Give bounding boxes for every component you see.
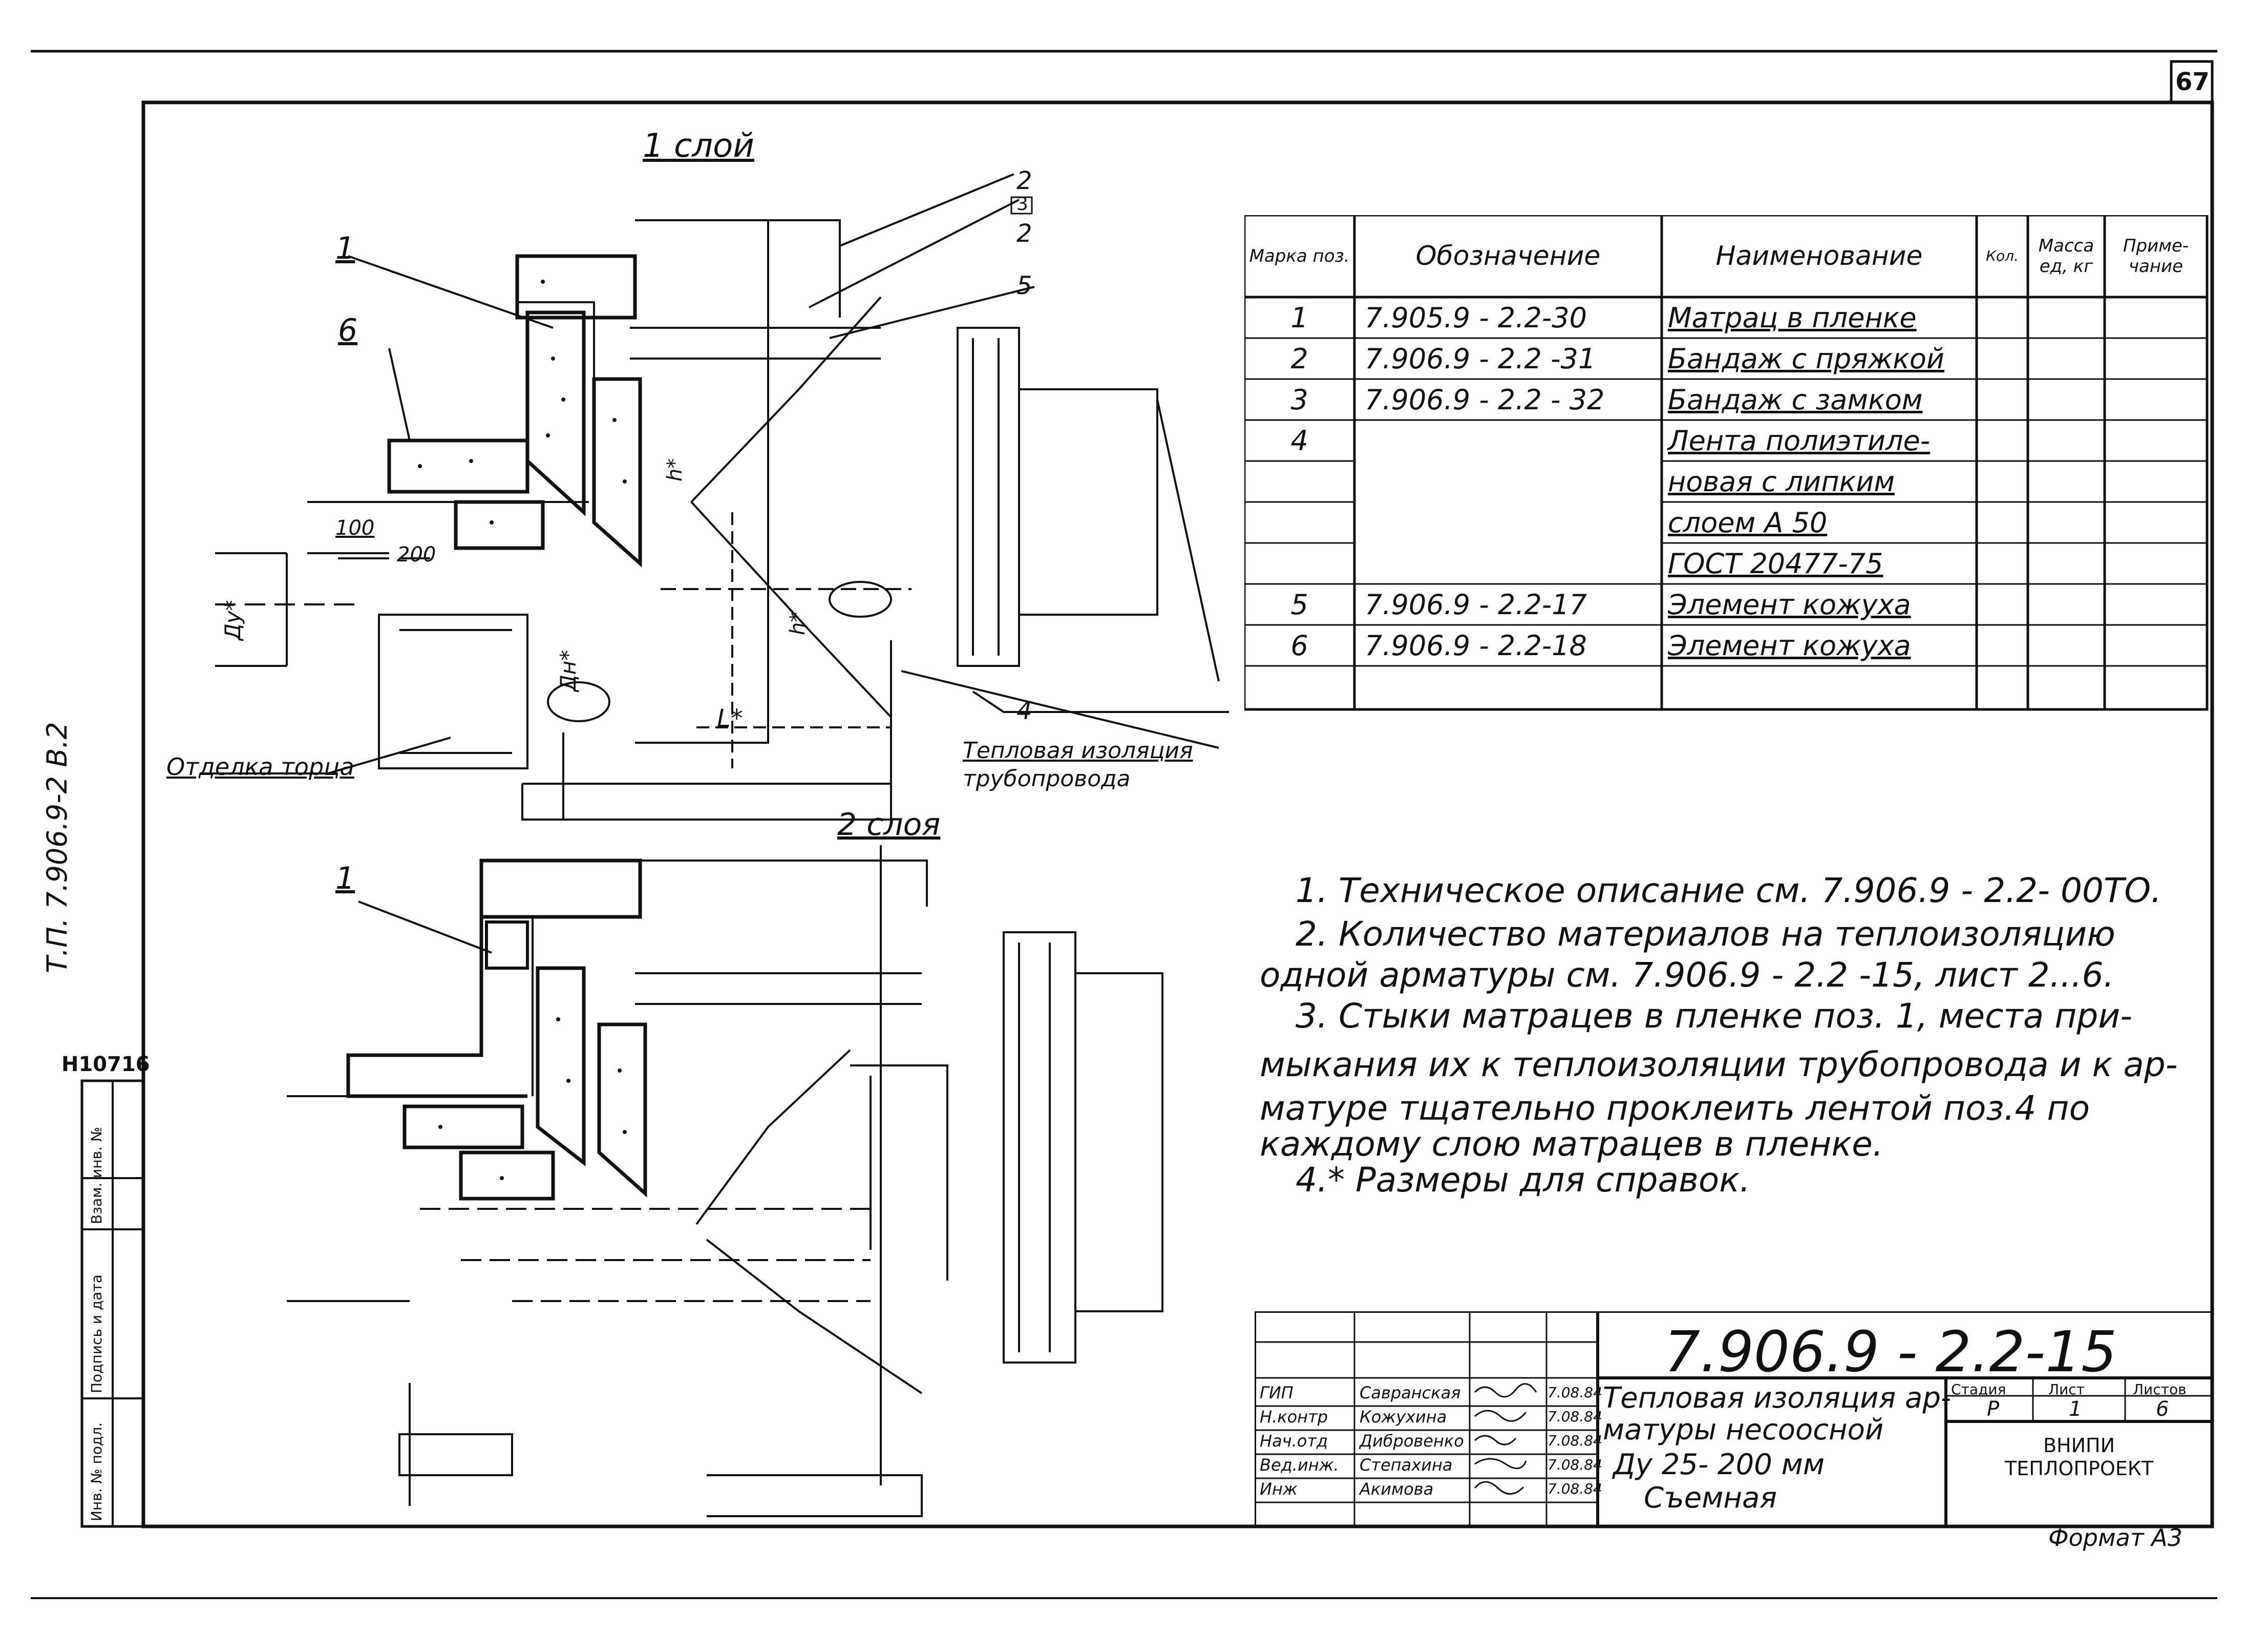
row-8-designation: 7.906.9 - 2.2-17 <box>1365 588 1587 621</box>
sheet-value: 1 <box>2069 1397 2082 1421</box>
row-3-name: Бандаж с замком <box>1668 383 1923 416</box>
row-2-designation: 7.906.9 - 2.2 -31 <box>1365 342 1596 375</box>
org-name-line-1: ВНИПИ <box>2043 1434 2115 1457</box>
callout-2b: 2 <box>1016 219 1032 248</box>
row-1-mark: 1 <box>1290 301 1308 334</box>
document-code: 7.906.9 - 2.2-15 <box>1664 1319 2117 1385</box>
note-1: 1. Техническое описание см. 7.906.9 - 2.… <box>1296 871 2162 910</box>
row-6-name: слоем А 50 <box>1668 506 1828 539</box>
row-7-mark <box>1244 543 1354 584</box>
stage-label: Стадия <box>1951 1381 2006 1398</box>
note-3-cont-2: матуре тщательно проклеить лентой поз.4 … <box>1260 1088 2090 1128</box>
view1-title: 1 слой <box>643 127 754 165</box>
row-9-mark: 6 <box>1290 629 1308 662</box>
callout-2a: 2 <box>1016 166 1032 195</box>
callout-3: 3 <box>1016 194 1028 215</box>
inventory-number: Н10716 <box>61 1053 150 1076</box>
stage-value: Р <box>1987 1397 2000 1421</box>
note-3: 3. Стыки матрацев в пленке поз. 1, места… <box>1296 996 2133 1036</box>
row-3-mark: 3 <box>1290 383 1308 416</box>
staff-name-3: Дибровенко <box>1360 1431 1464 1451</box>
note-2-cont: одной арматуры см. 7.906.9 - 2.2 -15, ли… <box>1260 955 2114 995</box>
callout-1-view2: 1 <box>335 861 355 896</box>
staff-role-2: Н.контр <box>1260 1407 1328 1427</box>
row-9-designation: 7.906.9 - 2.2-18 <box>1365 629 1587 662</box>
spec-table-grid <box>1244 215 2209 711</box>
row-8-name: Элемент кожуха <box>1668 588 1911 621</box>
row-5-mark <box>1244 461 1354 502</box>
callout-6: 6 <box>338 312 358 348</box>
sheet-label: Лист <box>2048 1381 2085 1398</box>
row-8-mark: 5 <box>1290 588 1308 621</box>
row-4-designation <box>1354 420 1662 461</box>
callout-4: 4 <box>1016 697 1032 725</box>
page-number: 67 <box>2175 68 2210 96</box>
org-name-line-2: ТЕПЛОПРОЕКТ <box>2005 1457 2153 1480</box>
note-2: 2. Количество материалов на теплоизоляци… <box>1296 914 2115 954</box>
staff-name-5: Акимова <box>1360 1479 1434 1499</box>
header-mark: Марка поз. <box>1249 246 1350 266</box>
row-6-designation <box>1354 502 1662 543</box>
title-block-grid <box>1255 1311 2212 1526</box>
staff-name-2: Кожухина <box>1360 1407 1447 1427</box>
note-4: 4.* Размеры для справок. <box>1296 1160 1751 1200</box>
row-9-name: Элемент кожуха <box>1668 629 1911 662</box>
title-line-1: Тепловая изоляция ар- <box>1603 1381 1952 1415</box>
drawing-view-layer1 <box>200 173 1229 821</box>
drawing-view-layer2 <box>287 845 1163 1517</box>
header-note: Приме- чание <box>2123 236 2189 277</box>
row-7-name: ГОСТ 20477-75 <box>1668 547 1883 580</box>
staff-role-4: Вед.инж. <box>1260 1455 1339 1475</box>
format-label: Формат А3 <box>2048 1524 2182 1552</box>
staff-name-1: Савранская <box>1360 1383 1461 1402</box>
header-mass: Масса ед, кг <box>2038 236 2094 277</box>
row-6-mark <box>1244 502 1354 543</box>
dim-l: L* <box>717 704 743 733</box>
staff-date-2: 7.08.84 <box>1548 1408 1602 1425</box>
sheets-label: Листов <box>2133 1381 2187 1398</box>
row-1-name: Матрац в пленке <box>1668 301 1917 334</box>
note-3-cont-1: мыкания их к теплоизоляции трубопровода … <box>1260 1045 2178 1084</box>
title-line-4: Съемная <box>1644 1481 1777 1515</box>
header-qty: Кол. <box>1986 247 2019 264</box>
row-5-name: новая с липким <box>1668 465 1895 498</box>
label-pipe-insulation-1: Тепловая изоляция <box>963 738 1193 764</box>
title-line-3: Ду 25- 200 мм <box>1613 1448 1825 1481</box>
dim-100: 100 <box>335 516 375 540</box>
staff-date-4: 7.08.84 <box>1548 1456 1602 1473</box>
row-2-mark: 2 <box>1290 342 1308 375</box>
signatures <box>1474 1383 1537 1495</box>
staff-role-1: ГИП <box>1260 1383 1294 1402</box>
staff-name-4: Степахина <box>1360 1455 1453 1475</box>
row-7-designation <box>1354 543 1662 584</box>
header-name: Наименование <box>1715 241 1923 271</box>
callout-5: 5 <box>1016 271 1032 300</box>
staff-role-5: Инж <box>1260 1479 1298 1499</box>
note-3-cont-3: каждому слою матрацев в пленке. <box>1260 1124 1883 1164</box>
title-line-2: матуры несоосной <box>1603 1413 1884 1447</box>
row-1-designation: 7.905.9 - 2.2-30 <box>1365 301 1587 334</box>
label-end-finish: Отделка торца <box>166 753 354 781</box>
sheets-value: 6 <box>2156 1397 2169 1421</box>
row-4-mark: 4 <box>1290 424 1308 457</box>
staff-role-3: Нач.отд <box>1260 1431 1328 1451</box>
staff-date-1: 7.08.84 <box>1548 1384 1602 1401</box>
row-3-designation: 7.906.9 - 2.2 - 32 <box>1365 383 1605 416</box>
row-5-designation <box>1354 461 1662 502</box>
specification-table: Марка поз. Обозначение Наименование Кол.… <box>1244 215 2210 712</box>
dim-200: 200 <box>397 543 436 567</box>
label-pipe-insulation-2: трубопровода <box>963 766 1131 792</box>
callout-1: 1 <box>335 231 355 266</box>
staff-date-5: 7.08.84 <box>1548 1480 1602 1497</box>
row-4-name: Лента полиэтиле- <box>1668 424 1931 457</box>
staff-date-3: 7.08.84 <box>1548 1432 1602 1449</box>
row-2-name: Бандаж с пряжкой <box>1668 342 1944 375</box>
header-designation: Обозначение <box>1415 241 1601 271</box>
view2-title: 2 слоя <box>837 807 941 843</box>
